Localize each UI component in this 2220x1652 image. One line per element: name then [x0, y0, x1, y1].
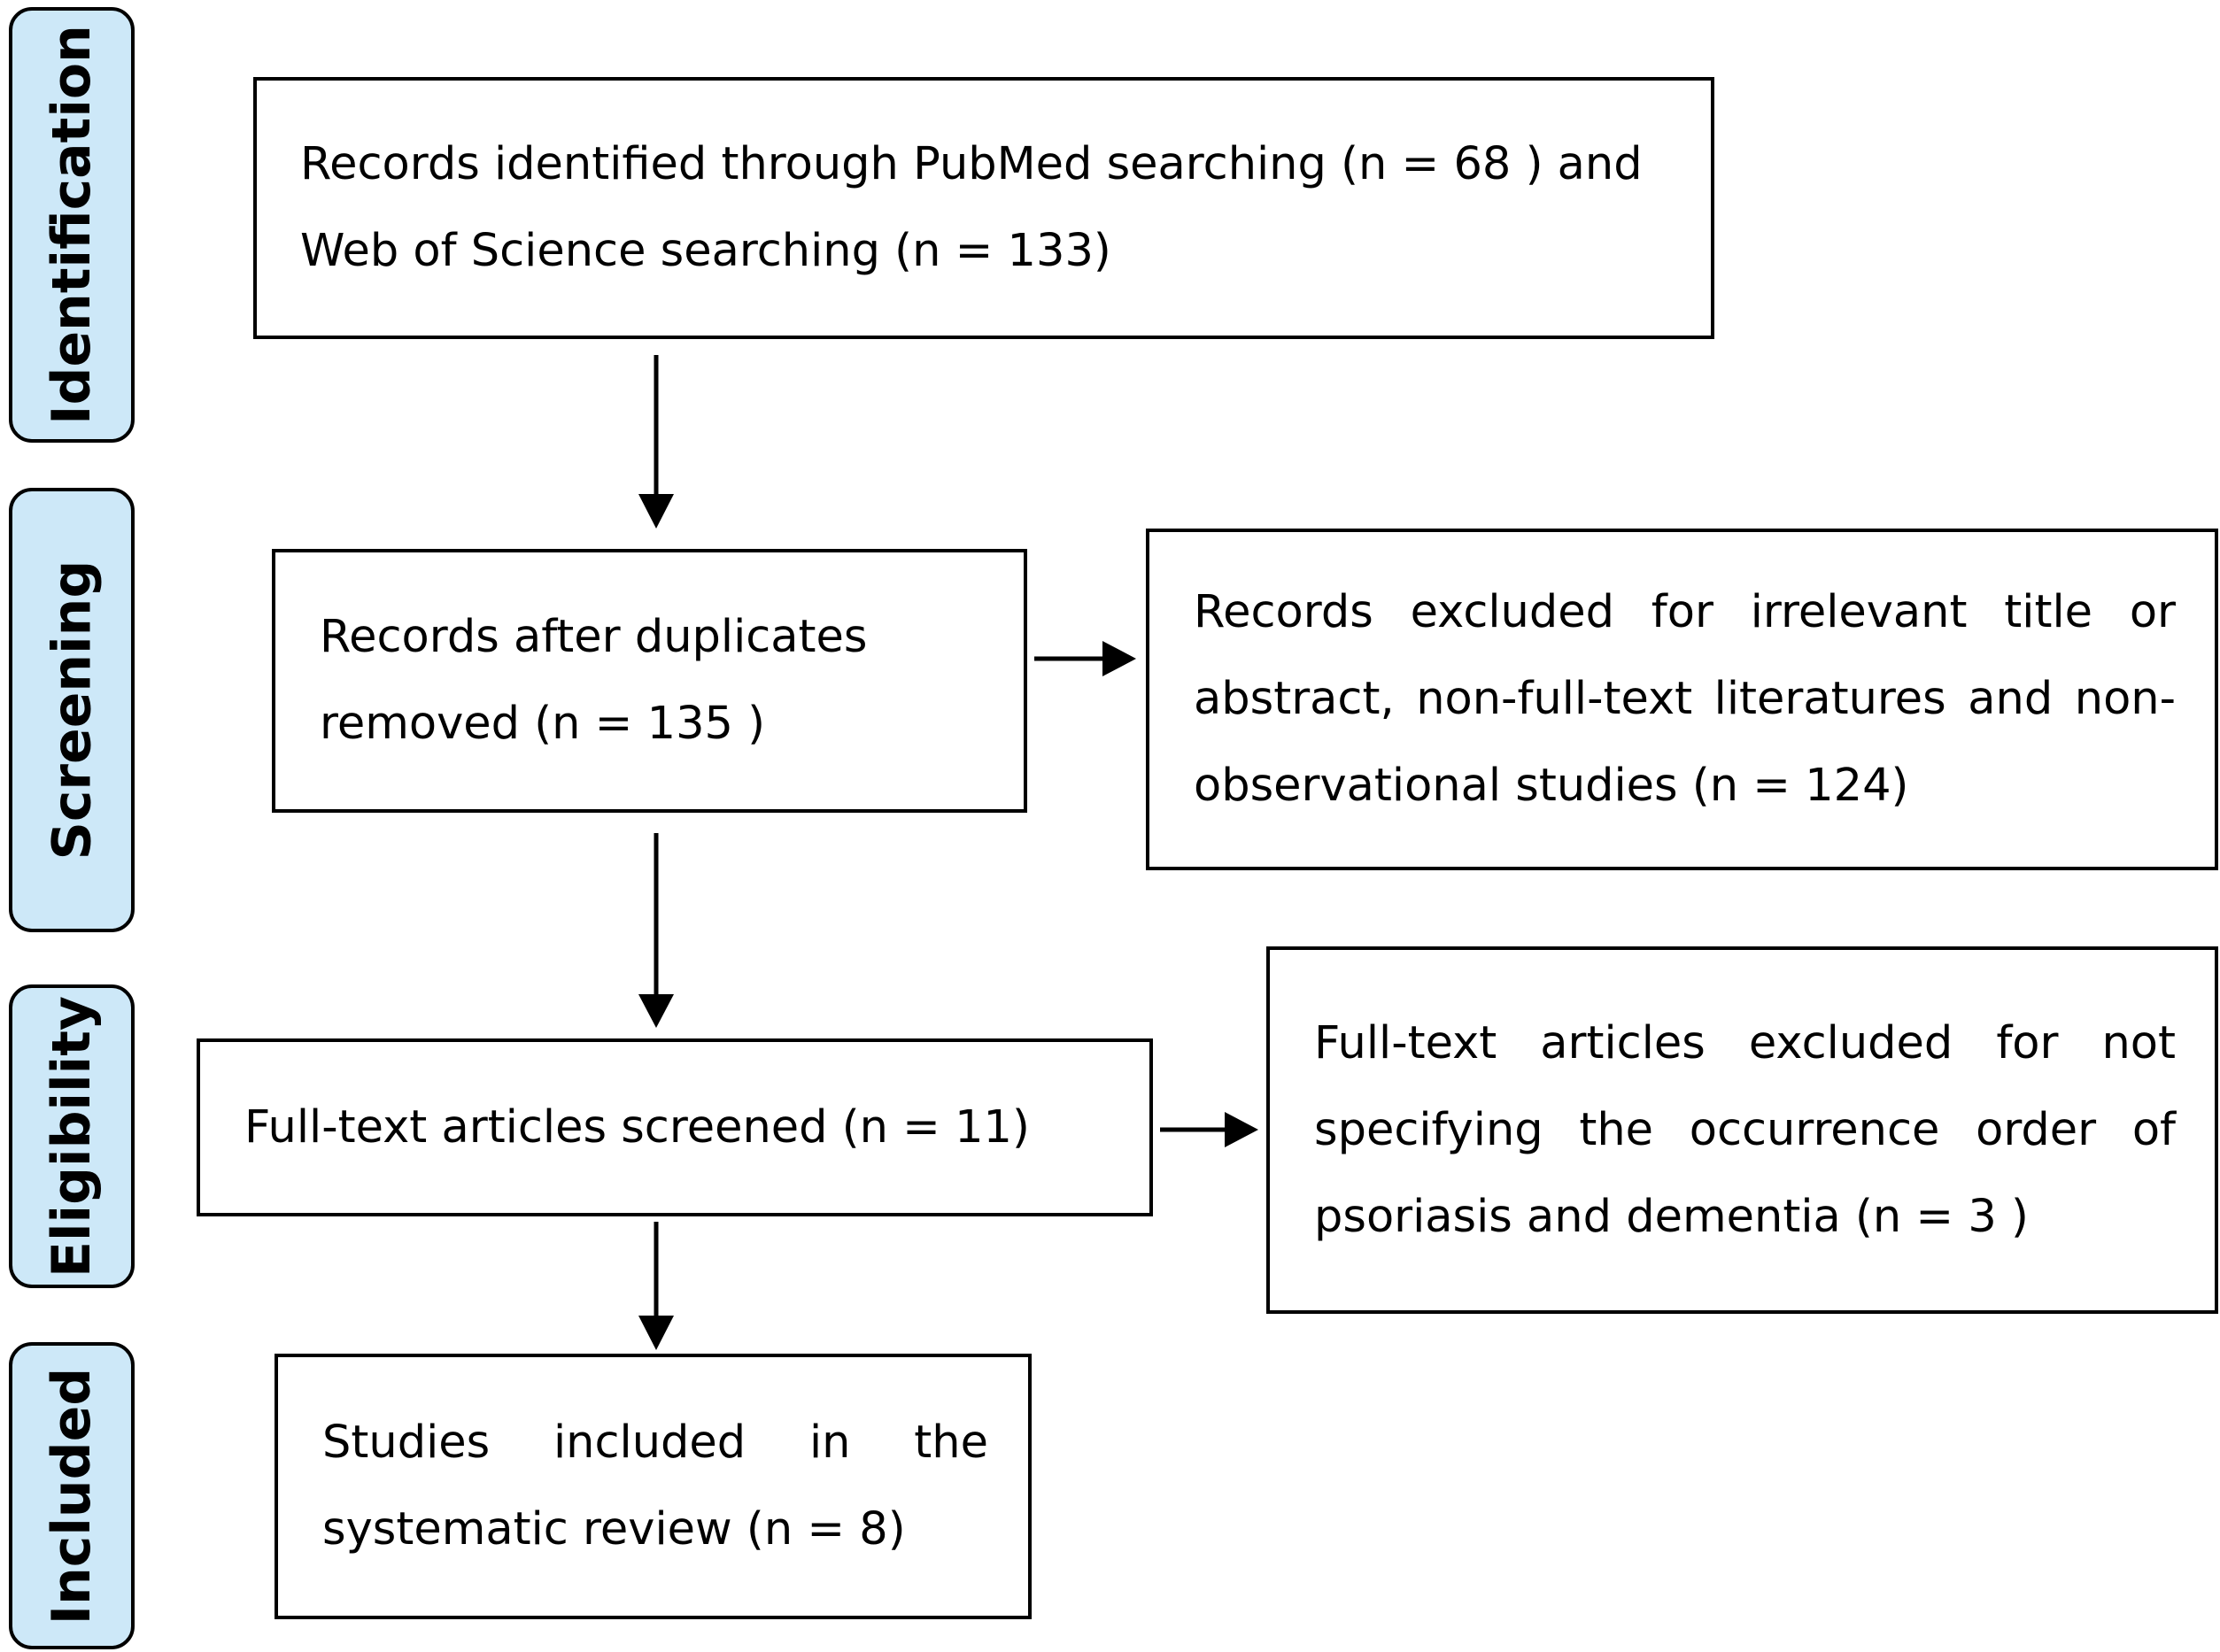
arrow-eligibility-to-excluded-head	[1225, 1112, 1258, 1147]
stage-tab-identification: Identification	[9, 7, 135, 443]
box-studies-included: Studies included in the systematic revie…	[275, 1354, 1032, 1619]
arrow-identified-to-screening-head	[638, 494, 674, 529]
stage-tab-eligibility: Eligibility	[9, 984, 135, 1288]
box-fulltext-screened-text: Full-text articles screened (n = 11)	[244, 1100, 1030, 1154]
stage-tab-included: Included	[9, 1342, 135, 1649]
box-fulltext-excluded-text: Full-text articles excluded for not spec…	[1314, 1016, 2176, 1243]
arrow-eligibility-to-included-head	[638, 1316, 674, 1350]
box-records-identified: Records identified through PubMed search…	[253, 77, 1714, 339]
box-studies-included-text: Studies included in the systematic revie…	[322, 1417, 988, 1556]
box-records-identified-text: Records identified through PubMed search…	[300, 138, 1643, 277]
box-records-after-duplicates: Records after duplicates removed (n = 13…	[272, 549, 1027, 813]
stage-tab-screening: Screening	[9, 488, 135, 932]
box-fulltext-excluded: Full-text articles excluded for not spec…	[1266, 946, 2218, 1314]
box-records-excluded-text: Records excluded for irrelevant title or…	[1194, 586, 2176, 812]
box-records-excluded: Records excluded for irrelevant title or…	[1146, 529, 2218, 870]
arrow-screening-to-excluded-head	[1102, 641, 1136, 676]
box-fulltext-screened: Full-text articles screened (n = 11)	[197, 1038, 1153, 1216]
arrow-screening-to-eligibility-head	[638, 994, 674, 1028]
box-records-after-duplicates-text: Records after duplicates removed (n = 13…	[320, 611, 868, 750]
